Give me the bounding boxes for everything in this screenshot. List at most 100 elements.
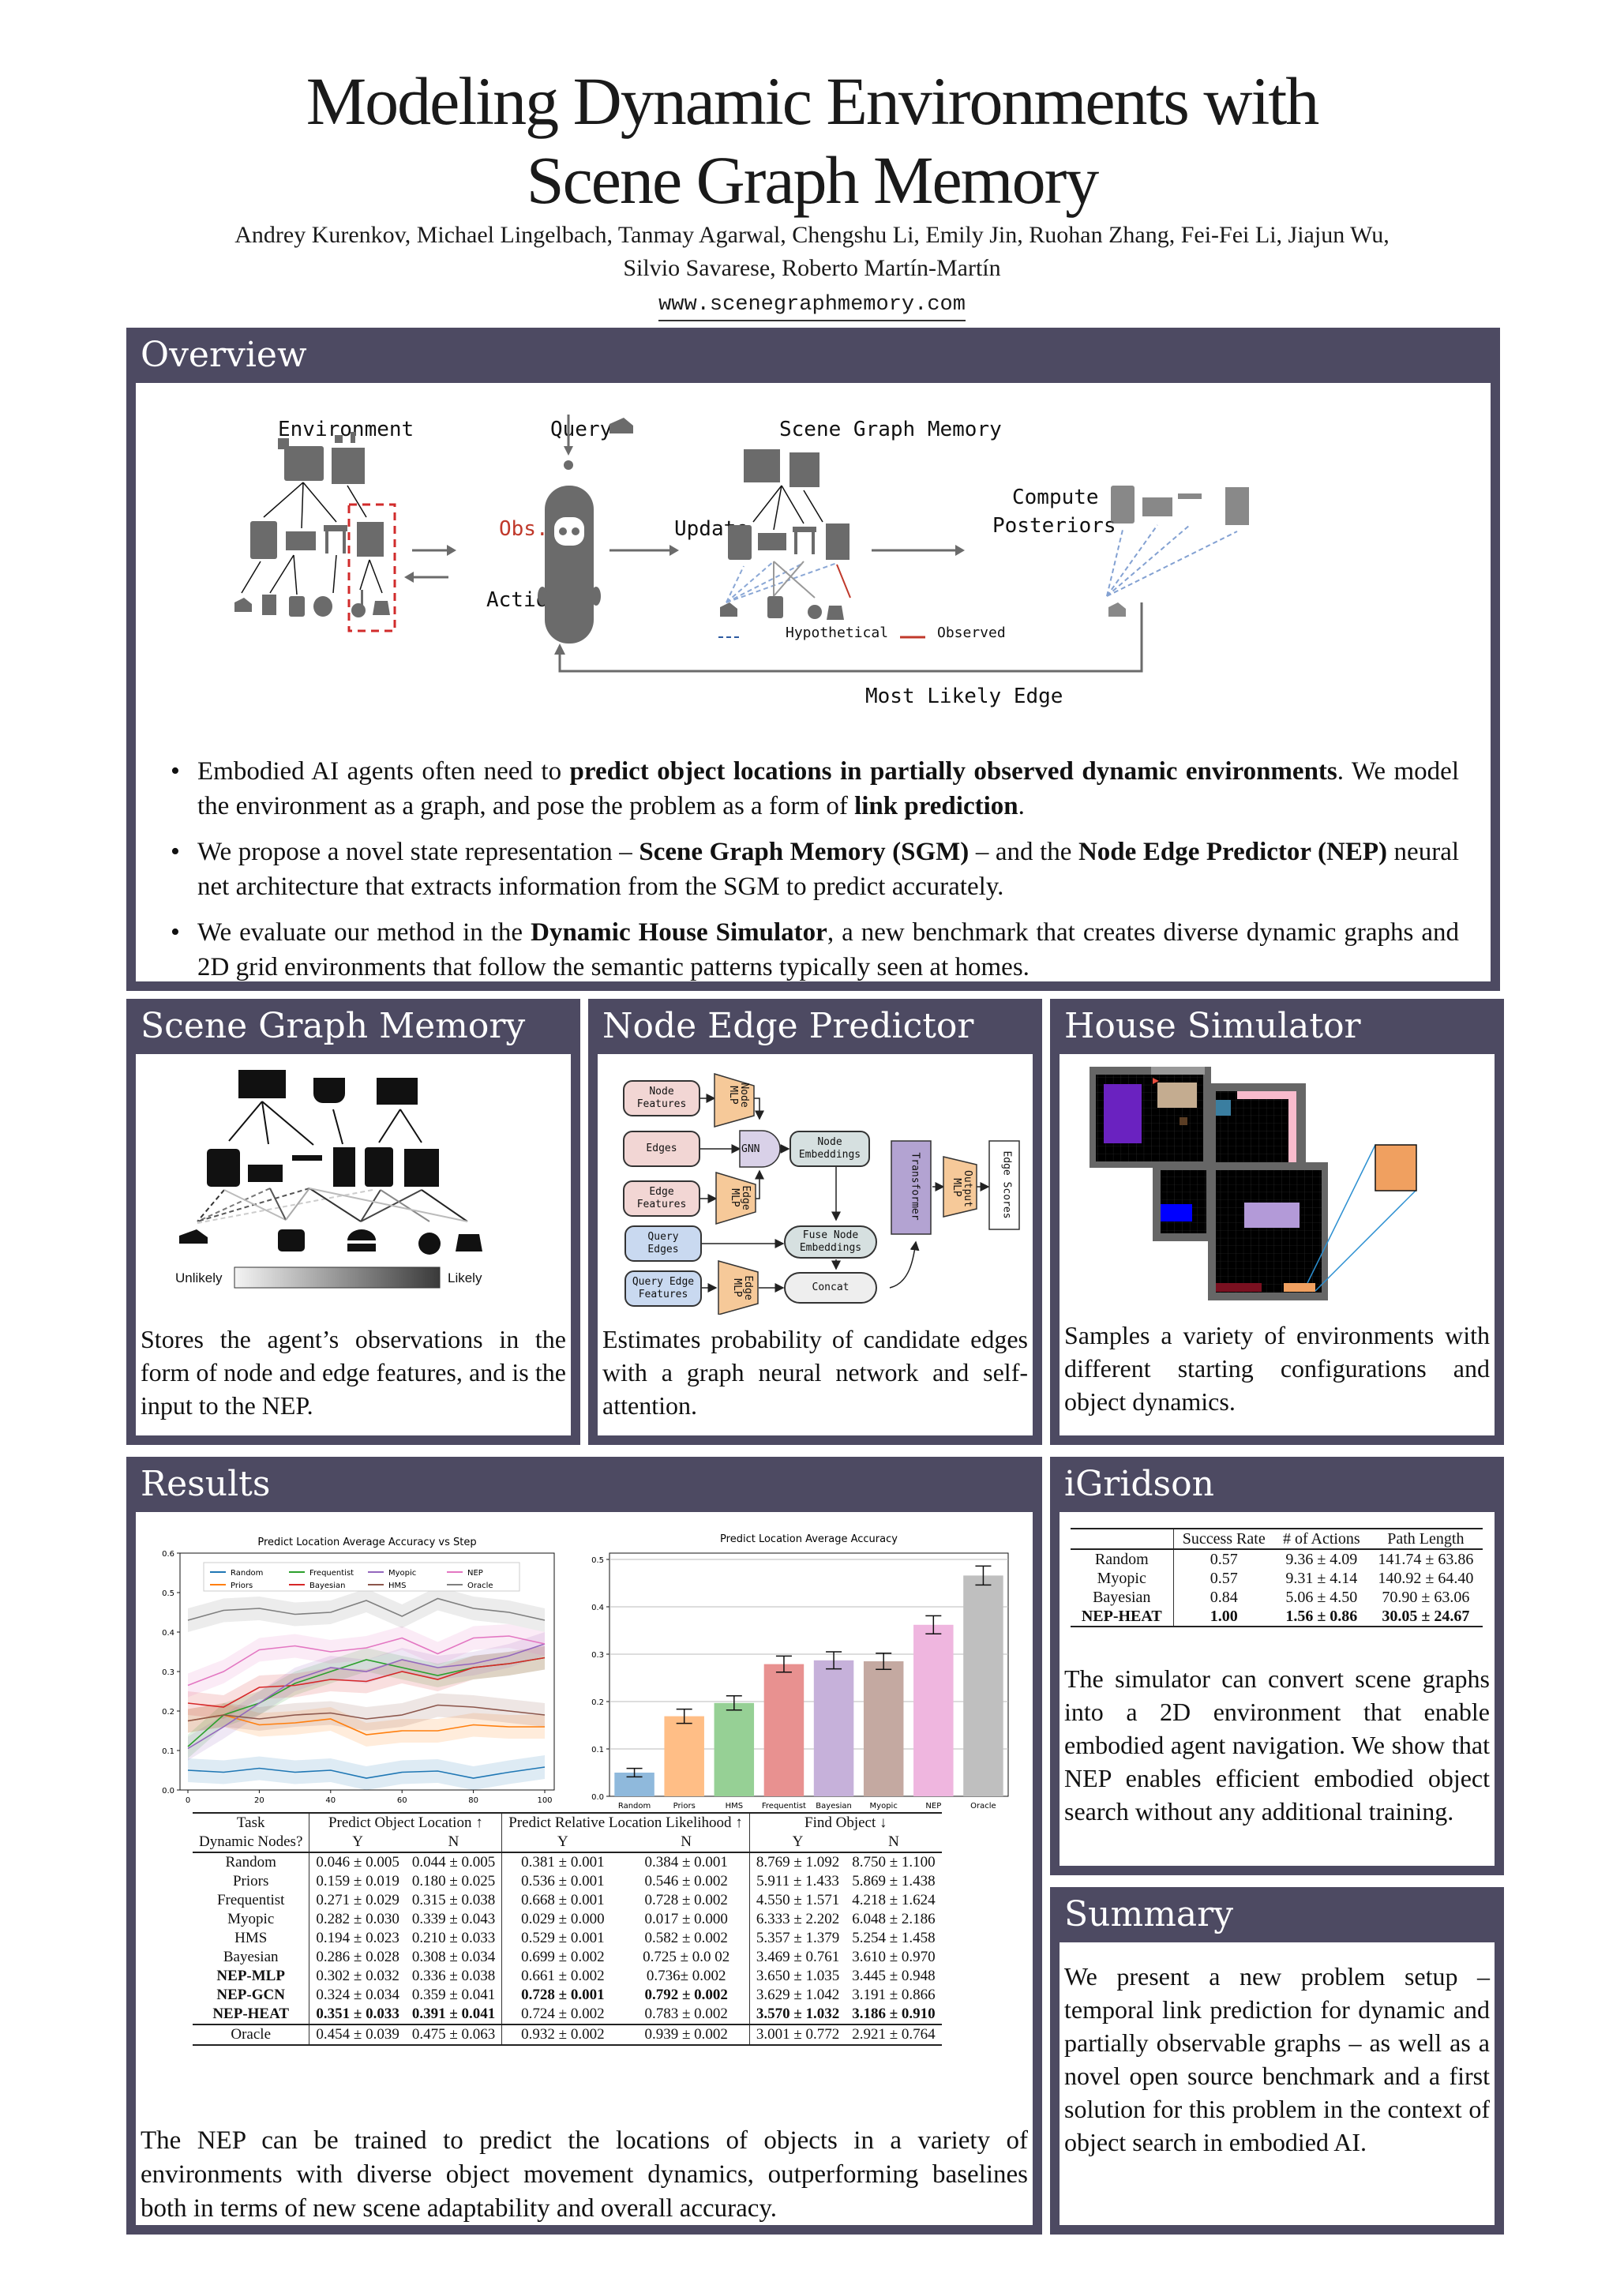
poster-title-line-2: Scene Graph Memory <box>526 142 1099 218</box>
sgm-figure <box>179 1070 482 1289</box>
pink-counter-object <box>1237 1091 1296 1099</box>
row-method-name: Bayesian <box>223 1949 279 1965</box>
x-tick-label: Priors <box>673 1802 696 1811</box>
wardrobe-icon <box>250 521 277 559</box>
bar-bayesian <box>813 1660 854 1796</box>
edge-scores-label: Edge Scores <box>1000 1150 1013 1219</box>
project-url-link[interactable]: www.scenegraphmemory.com <box>658 293 966 321</box>
bar-myopic <box>863 1661 904 1796</box>
agent-marker-icon <box>1153 1078 1159 1084</box>
overview-header: Overview <box>141 335 307 375</box>
igridson-header-cell: # of Actions <box>1273 1528 1369 1550</box>
igridson-cell: 5.06 ± 4.50 <box>1285 1589 1358 1606</box>
igridson-cell: 70.90 ± 63.06 <box>1382 1589 1470 1606</box>
table-cell: 0.728 ± 0.002 <box>644 1892 728 1908</box>
row-method-name: NEP-MLP <box>216 1968 285 1984</box>
nep-panel: Node Edge Predictor <box>588 999 1042 1445</box>
igridson-method-name: NEP-HEAT <box>1071 1607 1173 1627</box>
query-shoe-icon <box>609 418 633 433</box>
table-cell: 0.315 ± 0.038 <box>411 1892 496 1908</box>
y-tick-label: 0.2 <box>591 1698 604 1707</box>
toilet-icon <box>333 1147 355 1187</box>
sub-header: Y <box>748 1833 846 1853</box>
legend-label-myopic: Myopic <box>388 1569 416 1578</box>
table-cell: 0.046 ± 0.005 <box>309 1852 406 1872</box>
results-table-wrapper: Task Predict Object Location ↑ Predict R… <box>193 1812 942 2046</box>
poster-title-line-1: Modeling Dynamic Environments with <box>306 63 1320 139</box>
x-tick-label: NEP <box>925 1802 941 1811</box>
legend-observed-label: Observed <box>937 625 1006 641</box>
output-mlp-l1: Output <box>962 1170 973 1207</box>
sgm-kitchen-icon <box>789 452 820 487</box>
row-method-name: HMS <box>234 1930 268 1946</box>
tan-furniture-object <box>1157 1083 1197 1108</box>
table-icon <box>324 525 347 553</box>
table-cell: 0.282 ± 0.030 <box>309 1910 406 1929</box>
edges-box: Edges <box>623 1131 700 1167</box>
bar-oracle <box>963 1575 1003 1796</box>
bedroom-icon <box>278 438 324 481</box>
bedroom-icon <box>238 1070 286 1098</box>
edge-mlp-shape <box>715 1171 756 1225</box>
query-edges-l1: Query <box>647 1231 679 1243</box>
band-oracle <box>188 1586 545 1632</box>
overview-figure <box>234 415 1249 673</box>
sgm-kettle-icon <box>827 606 844 620</box>
x-tick-label: Bayesian <box>816 1802 852 1811</box>
table-cell: 3.650 ± 1.035 <box>748 1967 846 1986</box>
table-cell: 3.186 ± 0.910 <box>846 2005 942 2025</box>
stove-icon <box>404 1149 439 1187</box>
y-tick-label: 0.0 <box>162 1787 174 1796</box>
edge-mlp-l1: Edge <box>740 1185 752 1210</box>
query-edge-mlp-shape <box>718 1260 759 1315</box>
posterior-bed-icon <box>1142 497 1172 516</box>
legend-label-random: Random <box>231 1569 263 1578</box>
towel-icon <box>278 1229 305 1251</box>
igridson-header-cell <box>1071 1528 1173 1550</box>
igridson-cell: 30.05 ± 24.67 <box>1368 1607 1483 1627</box>
transformer-shape <box>891 1140 932 1235</box>
table-cell: 0.939 ± 0.002 <box>623 2024 750 2046</box>
y-tick-label: 0.5 <box>162 1589 174 1598</box>
table-cell: 0.351 ± 0.033 <box>309 2005 406 2025</box>
kettle-icon <box>373 601 390 615</box>
group-header-2: Predict Relative Location Likelihood ↑ <box>501 1812 750 1833</box>
igridson-cell: 9.31 ± 4.14 <box>1285 1570 1358 1587</box>
table-cell: 0.792 ± 0.002 <box>644 1987 728 2003</box>
table-cell: 6.048 ± 2.186 <box>852 1911 936 1927</box>
query-edge-mlp-l2: MLP <box>731 1278 743 1297</box>
posterior-table-icon <box>1178 493 1202 499</box>
igridson-header: iGridson <box>1064 1464 1214 1504</box>
igridson-cell: 0.57 <box>1172 1549 1274 1569</box>
bar-chart: Predict Location Average Accuracy0.00.10… <box>591 1533 1009 1811</box>
bullet-3-part-3: , a new benchmark that creates diverse d… <box>197 918 1459 981</box>
sgm-label: Scene Graph Memory <box>779 418 1002 441</box>
summary-panel: Summary We present a new problem setup –… <box>1050 1887 1504 2235</box>
legend-label-nep: NEP <box>467 1569 483 1578</box>
table-cell: 3.610 ± 0.970 <box>852 1949 936 1965</box>
table-cell: 0.725 ± 0.0 02 <box>643 1949 730 1965</box>
nep-header: Node Edge Predictor <box>602 1006 974 1046</box>
house-body: Samples a variety of environments with d… <box>1060 1054 1495 1435</box>
output-mlp-shape <box>943 1156 977 1218</box>
x-tick-label: 40 <box>325 1796 336 1805</box>
kitchen-icon <box>377 1078 418 1105</box>
y-tick-label: 0.6 <box>162 1550 174 1559</box>
results-header: Results <box>141 1464 271 1504</box>
y-tick-label: 0.4 <box>591 1604 604 1612</box>
results-body: Predict Location Average Accuracy vs Ste… <box>136 1512 1033 2225</box>
row-method-name: Myopic <box>227 1911 275 1927</box>
group-header-3: Find Object ↓ <box>748 1812 942 1833</box>
table-cell: 0.529 ± 0.001 <box>501 1929 624 1948</box>
sgm-bed-icon <box>758 533 786 550</box>
x-tick-label: Random <box>618 1802 651 1811</box>
